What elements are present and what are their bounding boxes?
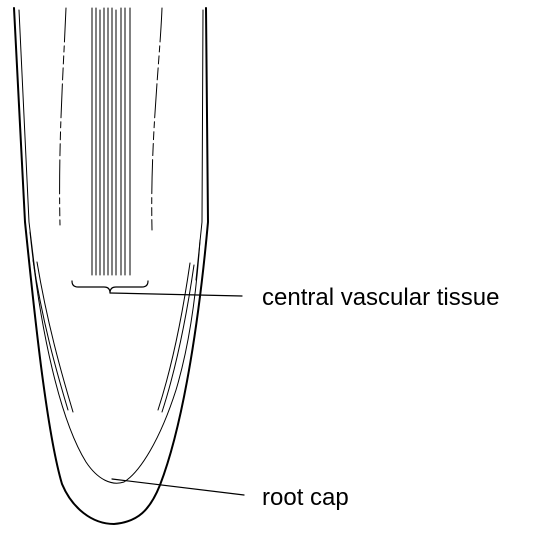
root-outer-outline bbox=[14, 8, 208, 524]
vascular-leader-line bbox=[110, 293, 242, 296]
dashed-tissue-right bbox=[152, 8, 162, 230]
rootcap-leader-line bbox=[112, 479, 244, 495]
vascular-bracket bbox=[72, 281, 148, 293]
dashed-tissue-left bbox=[60, 8, 66, 225]
vascular-strands bbox=[92, 8, 130, 275]
root-inner-outline bbox=[19, 10, 203, 280]
label-central-vascular-tissue: central vascular tissue bbox=[262, 284, 499, 311]
rootcap-boundary bbox=[30, 232, 200, 483]
cortex-line-left bbox=[33, 260, 73, 412]
label-root-cap: root cap bbox=[262, 484, 349, 511]
